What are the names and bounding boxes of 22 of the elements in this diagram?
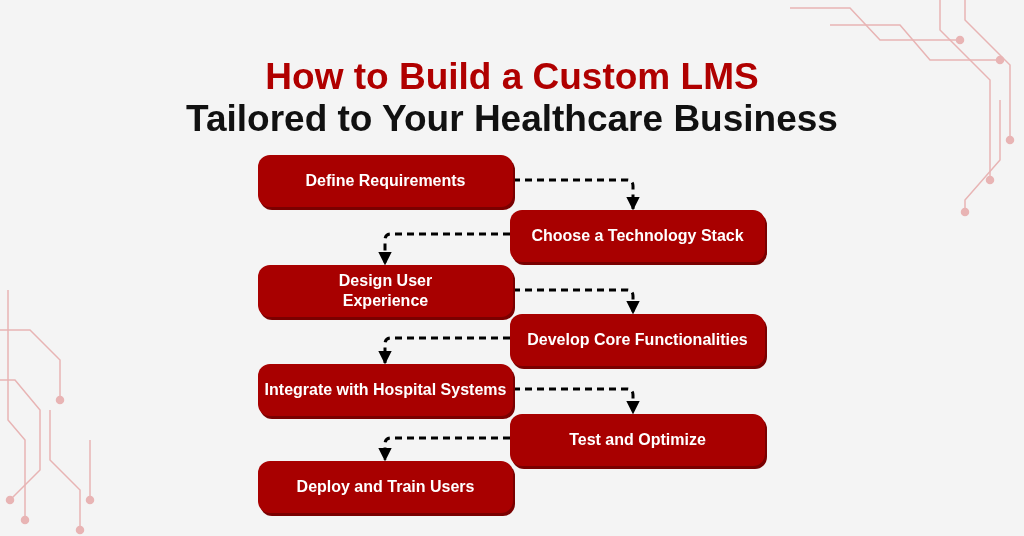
dashed-arrow [513, 178, 640, 211]
step-label: Integrate with Hospital Systems [264, 380, 507, 400]
step-box [510, 414, 765, 466]
step-label: Define Requirements [305, 171, 466, 191]
step-box [258, 461, 513, 513]
title: How to Build a Custom LMS [265, 56, 759, 97]
step-box [510, 314, 765, 366]
step-box [258, 155, 513, 207]
step-box [258, 265, 513, 317]
step-label: Develop Core Functionalities [527, 330, 748, 350]
subtitle: Tailored to Your Healthcare Business [186, 98, 838, 139]
dashed-arrow [513, 387, 640, 415]
step-box [510, 210, 765, 262]
step-label: Choose a Technology Stack [531, 226, 744, 246]
dashed-arrow [378, 436, 510, 462]
dashed-arrow [513, 288, 640, 315]
dashed-arrow [378, 232, 510, 266]
step-label: Deploy and Train Users [296, 477, 475, 497]
step-label: Design User Experience [337, 271, 434, 311]
step-label: Test and Optimize [569, 430, 706, 450]
step-box [258, 364, 513, 416]
dashed-arrow [378, 336, 510, 365]
